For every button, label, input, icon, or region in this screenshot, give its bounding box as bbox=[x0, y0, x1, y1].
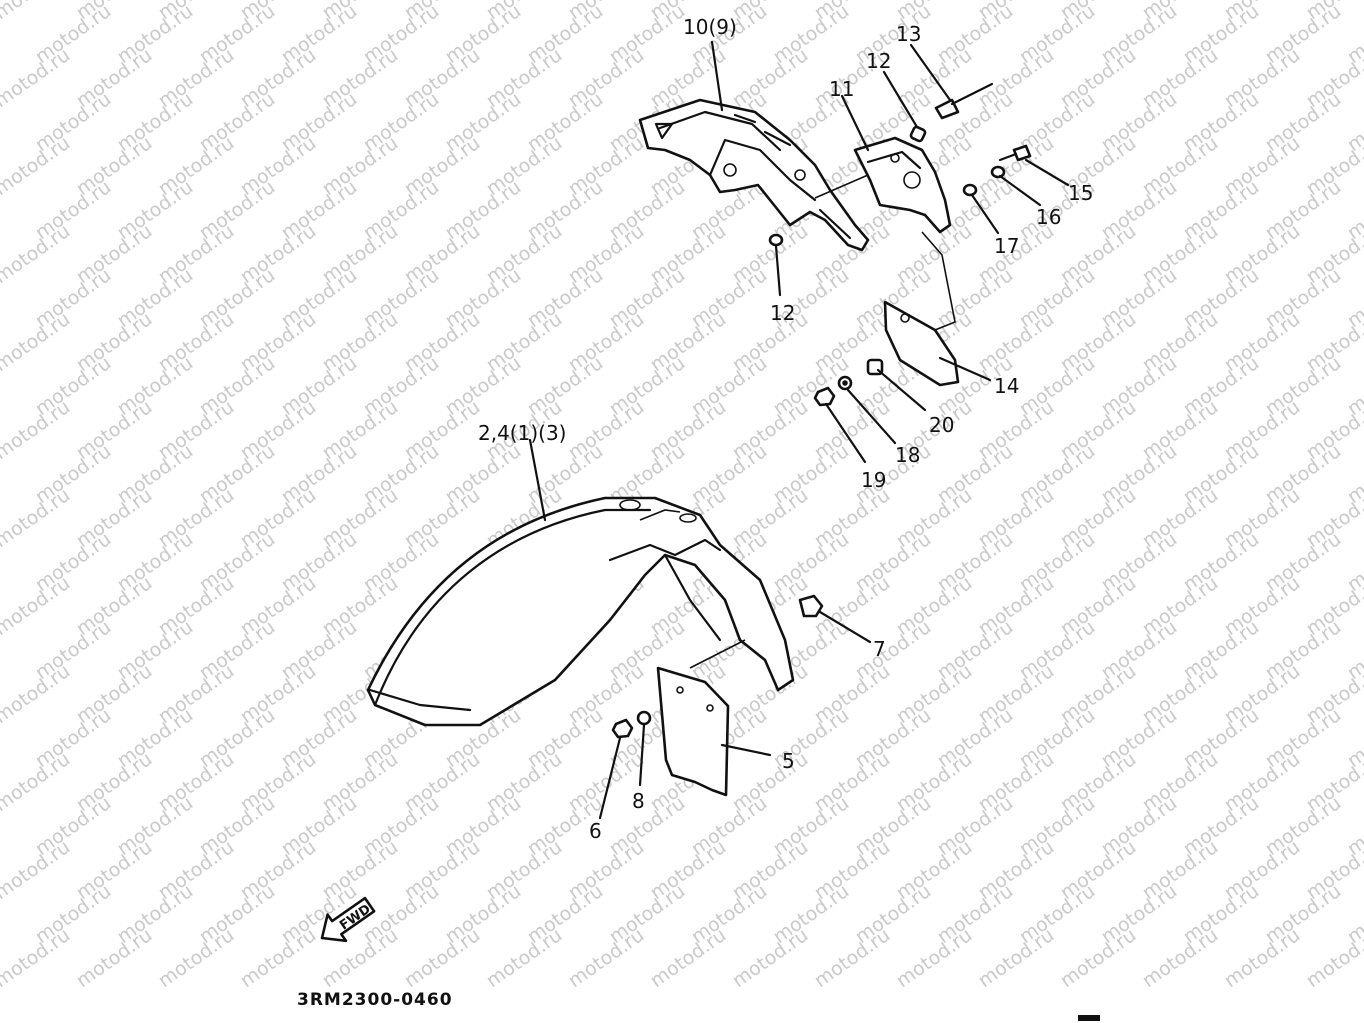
watermark-text: motod.ru bbox=[974, 924, 1058, 992]
watermark-text: motod.ru bbox=[1138, 924, 1222, 992]
headlight-bracket-drawing bbox=[853, 136, 952, 234]
callout-16-washer: 16 bbox=[1036, 205, 1061, 229]
callout-2-4-1-3-fender: 2,4(1)(3) bbox=[478, 421, 566, 445]
watermark-text: motod.ru bbox=[482, 924, 566, 992]
front-fender-drawing bbox=[366, 496, 795, 727]
diagram-code: 3RM2300-0460 bbox=[297, 990, 453, 1010]
watermark-text: motod.ru bbox=[1056, 924, 1140, 992]
callout-6-nut: 6 bbox=[589, 819, 602, 843]
callout-12-washer-lower: 12 bbox=[770, 301, 795, 325]
callout-14-number-plate: 14 bbox=[994, 374, 1019, 398]
number-plate-drawing bbox=[883, 231, 960, 387]
mud-flap-drawing bbox=[656, 666, 730, 797]
watermark-text: motod.ru bbox=[646, 924, 730, 992]
callouts: 10(9) 13 12 11 15 16 17 12 14 20 18 19 2… bbox=[478, 15, 1093, 843]
watermark-text: motod.ru bbox=[72, 924, 156, 992]
watermark-text: motod.ru bbox=[728, 924, 812, 992]
watermark-text: motod.ru bbox=[1220, 924, 1304, 992]
watermark-text: motod.ru bbox=[892, 924, 976, 992]
callout-12-washer-top: 12 bbox=[866, 49, 891, 73]
watermark-text: motod.ru bbox=[0, 0, 74, 24]
callout-13-bolt: 13 bbox=[896, 22, 921, 46]
callout-20-collar: 20 bbox=[929, 413, 954, 437]
corner-mark bbox=[1078, 1015, 1100, 1021]
headlight-cover-drawing bbox=[638, 98, 870, 252]
callout-15-bolt: 15 bbox=[1068, 181, 1093, 205]
callout-8-washer: 8 bbox=[632, 789, 645, 813]
callout-11-bracket: 11 bbox=[829, 77, 854, 101]
leader-lines bbox=[528, 40, 1070, 820]
hardware-drawing bbox=[611, 82, 1032, 739]
callout-19-nut: 19 bbox=[861, 468, 886, 492]
callout-5-mud-flap: 5 bbox=[782, 749, 795, 773]
watermark-text: motod.ru bbox=[236, 924, 320, 992]
watermark-text: motod.ru bbox=[564, 924, 648, 992]
watermark-text: motod.ru bbox=[400, 924, 484, 992]
watermark-text: motod.ru bbox=[154, 924, 238, 992]
callout-18-washer: 18 bbox=[895, 443, 920, 467]
callout-7-bolt: 7 bbox=[873, 637, 886, 661]
callout-17-washer: 17 bbox=[994, 234, 1019, 258]
callout-10-9: 10(9) bbox=[683, 15, 737, 39]
watermark-text: motod.ru bbox=[810, 924, 894, 992]
